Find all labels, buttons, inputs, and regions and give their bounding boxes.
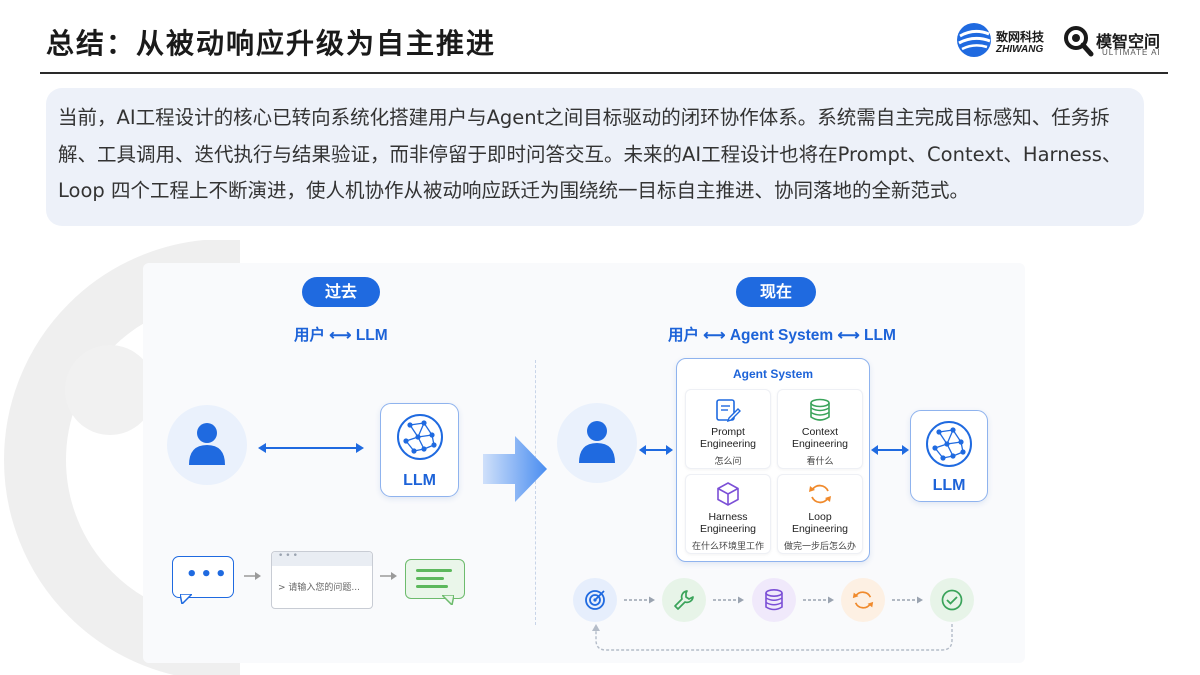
user-icon: [579, 421, 615, 463]
prompt-input-window: ••• > 请输入您的问题...: [271, 551, 373, 609]
harness-engineering-name-2: Engineering: [699, 523, 757, 535]
prompt-engineering-name-1: Prompt: [711, 426, 745, 438]
response-bubble-tail: [442, 595, 454, 605]
past-llm-card: LLM: [380, 403, 459, 497]
agent-system-box: Agent System Prompt Engineering 怎么问 Cont…: [676, 358, 870, 562]
refresh-icon: [809, 484, 831, 504]
prompt-engineering-desc: 怎么问: [714, 457, 742, 467]
page-title: 总结：从被动响应升级为自主推进: [46, 27, 497, 60]
loop-flow-arrow: [713, 596, 744, 604]
loop-flow-arrow: [624, 596, 655, 604]
zhiwang-logo-en: ZHIWANG: [996, 44, 1044, 55]
era-divider: [535, 360, 536, 625]
loop-step-tool: [662, 578, 706, 622]
harness-engineering-name-1: Harness: [708, 511, 748, 523]
summary-text: 当前，AI工程设计的核心已转向系统化搭建用户与Agent之间目标驱动的闭环协作体…: [58, 106, 1122, 202]
chat-bubble-tail: [180, 594, 192, 604]
chat-bubble: •••: [172, 556, 234, 598]
flow-arrow: [380, 572, 397, 580]
window-titlebar: •••: [272, 551, 372, 566]
title-divider: [40, 72, 1168, 74]
response-line: [416, 577, 444, 580]
present-llm-card: LLM: [910, 410, 988, 502]
prompt-engineering-name-2: Engineering: [699, 438, 757, 450]
harness-engineering-cell: Harness Engineering 在什么环境里工作: [685, 474, 771, 554]
cube-icon: [717, 482, 739, 506]
magnifier-logo-icon: [1064, 26, 1094, 57]
loop-back-arrow: [592, 624, 953, 651]
agent-llm-arrow: [871, 445, 909, 455]
loop-step-verify: [930, 578, 974, 622]
window-dots-icon: •••: [278, 551, 300, 561]
past-user: [167, 405, 247, 485]
loop-step-data: [752, 578, 796, 622]
loop-flow-arrow: [892, 596, 923, 604]
mozhi-logo: 模智空间 ULTIMATE AI: [1062, 22, 1172, 62]
mozhi-logo-cn: 模智空间: [1096, 34, 1161, 51]
past-llm-label: LLM: [403, 472, 436, 489]
database-icon: [810, 398, 830, 421]
document-edit-icon: [716, 399, 741, 423]
past-bidirectional-arrow: [258, 443, 364, 453]
loop-step-goal: [573, 578, 617, 622]
zhiwang-logo: 致网科技 ZHIWANG: [956, 22, 1051, 62]
response-bubble: [405, 559, 465, 599]
refresh-icon: [852, 591, 874, 609]
context-engineering-name-2: Engineering: [791, 438, 849, 450]
mozhi-logo-en: ULTIMATE AI: [1102, 48, 1161, 57]
context-engineering-desc: 看什么: [806, 457, 834, 467]
user-icon: [189, 423, 225, 465]
summary-box: 当前，AI工程设计的核心已转向系统化搭建用户与Agent之间目标驱动的闭环协作体…: [46, 88, 1144, 226]
present-llm-label: LLM: [932, 477, 966, 494]
zhiwang-logo-cn: 致网科技: [996, 30, 1045, 44]
target-icon: [585, 590, 605, 610]
check-circle-icon: [941, 589, 963, 611]
present-user: [557, 403, 637, 483]
present-relation: 用户 ⟷ Agent System ⟷ LLM: [668, 327, 896, 344]
context-engineering-name-1: Context: [801, 426, 839, 438]
database-icon: [765, 588, 783, 611]
flow-arrow: [244, 572, 261, 580]
loop-engineering-name-1: Loop: [808, 511, 832, 523]
past-label: 过去: [302, 277, 380, 307]
neural-network-icon: [397, 414, 443, 460]
prompt-engineering-cell: Prompt Engineering 怎么问: [685, 389, 771, 469]
context-engineering-cell: Context Engineering 看什么: [777, 389, 863, 469]
harness-engineering-desc: 在什么环境里工作: [691, 542, 764, 552]
agent-system-title: Agent System: [732, 367, 814, 381]
loop-engineering-name-2: Engineering: [791, 523, 849, 535]
wrench-icon: [674, 590, 694, 610]
present-label: 现在: [736, 277, 816, 307]
past-relation: 用户 ⟷ LLM: [294, 327, 388, 344]
loop-engineering-cell: Loop Engineering 做完一步后怎么办: [777, 474, 863, 554]
loop-flow-arrow: [803, 596, 834, 604]
transition-arrow: [483, 436, 547, 502]
typing-dots-icon: •••: [186, 564, 230, 585]
response-line: [416, 569, 452, 572]
zhiwang-logo-icon: [957, 23, 991, 57]
prompt-input-placeholder: > 请输入您的问题...: [278, 583, 360, 593]
neural-network-icon: [926, 421, 972, 467]
loop-step-iterate: [841, 578, 885, 622]
user-agent-arrow: [639, 445, 673, 455]
response-line: [416, 585, 448, 588]
loop-engineering-desc: 做完一步后怎么办: [783, 542, 856, 552]
